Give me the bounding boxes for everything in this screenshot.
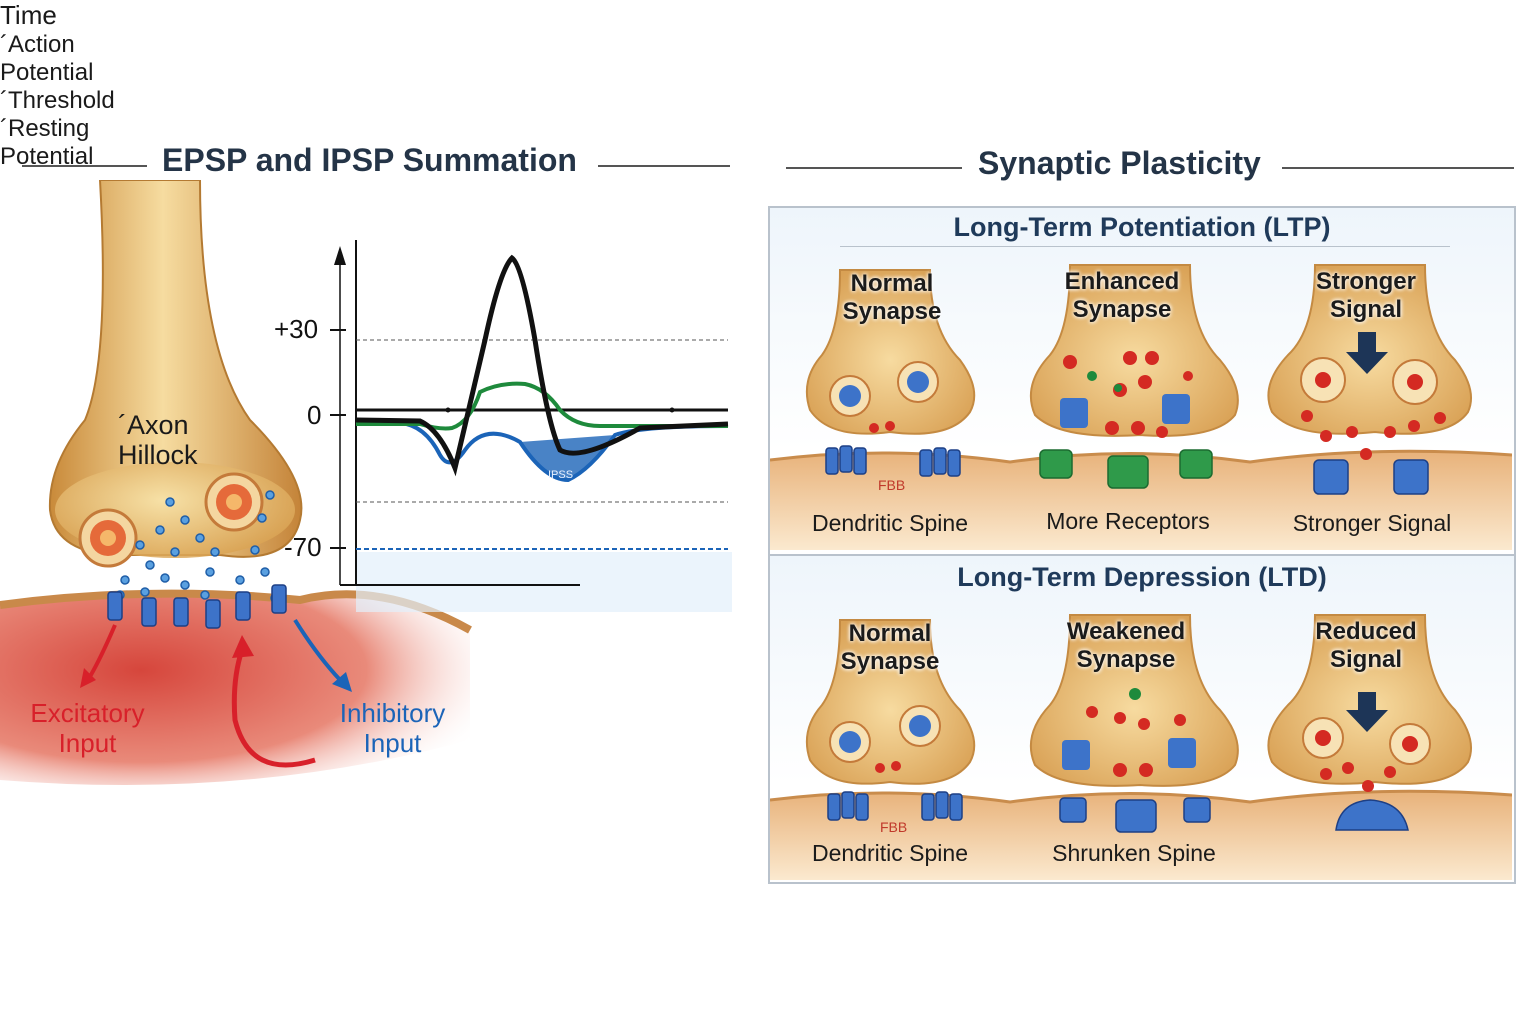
ltp-normal-synapse-label: Normal Synapse (842, 270, 942, 325)
excitatory-input-label: Excitatory Input (30, 698, 145, 758)
ltp-bottom-label-3: Stronger Signal (1292, 510, 1452, 536)
axon-terminal (48, 180, 303, 558)
plasticity-illustrations: FBB FBB (770, 264, 1512, 880)
y-tick-minus70: -70 (284, 532, 322, 562)
x-axis-label: Time (0, 0, 57, 30)
axon-hillock-label: ´Axon Hillock (118, 410, 198, 470)
ltd-terminal-normal (806, 619, 976, 785)
epsp-curve (356, 381, 728, 431)
ltd-bottom-label-2: Shrunken Spine (1052, 840, 1216, 866)
ltd-receptors-shrunken (1059, 797, 1211, 833)
ltp-bottom-label-2: More Receptors (1046, 508, 1210, 534)
excitatory-curved-arrow (231, 649, 316, 768)
ltd-terminal-weakened (1029, 614, 1239, 787)
y-tick-plus30: +30 (274, 314, 319, 344)
ltp-terminal-stronger (1267, 264, 1472, 460)
ipsp-tag: IPSS (548, 469, 573, 481)
ltp-receptors-normal (825, 445, 961, 477)
ltd-normal-synapse-label: Normal Synapse (840, 620, 940, 675)
plasticity-rule-right (1282, 167, 1514, 169)
ltd-receptor-reduced (1335, 799, 1409, 831)
ltd-weakened-synapse-label: Weakened Synapse (1066, 618, 1186, 673)
ltd-terminal-reduced (1267, 614, 1472, 792)
ltd-reduced-signal-label: Reduced Signal (1315, 618, 1417, 673)
inhibitory-input-label: Inhibitory Input (339, 698, 446, 758)
action-potential-curve (355, 254, 729, 477)
ltd-bottom-label-1: Dendritic Spine (812, 840, 968, 866)
ltp-down-arrow-icon (1346, 332, 1388, 374)
ltp-receptors-stronger (1313, 459, 1429, 495)
action-potential-label: ´Action Potential (0, 31, 94, 86)
ltd-spine-tag: FBB (880, 819, 907, 835)
ltp-spine-tag: FBB (878, 477, 905, 493)
ltp-title: Long-Term Potentiation (LTP) (953, 212, 1331, 242)
ltp-bottom-label-1: Dendritic Spine (812, 510, 968, 536)
ltd-title: Long-Term Depression (LTD) (957, 562, 1327, 592)
receptors (107, 584, 287, 629)
section-title-plasticity: Synaptic Plasticity (978, 145, 1261, 181)
ltp-enhanced-synapse-label: Enhanced Synapse (1064, 268, 1180, 323)
ltp-terminal-enhanced (1029, 264, 1239, 438)
neuron-illustration: IPSS (0, 180, 732, 785)
threshold-label: ´Threshold (0, 87, 115, 114)
title-rule-right (598, 165, 730, 167)
ltd-down-arrow-icon (1346, 692, 1388, 732)
ltp-terminal-normal (806, 269, 976, 435)
potential-graph: IPSS (330, 240, 732, 612)
section-title-epsp: EPSP and IPSP Summation (162, 142, 577, 178)
ltp-stronger-signal-label: Stronger Signal (1315, 268, 1416, 323)
y-tick-zero: 0 (307, 400, 322, 430)
plasticity-rule-left (786, 167, 962, 169)
vesicle-red-right (204, 472, 264, 532)
vesicle-red-left (78, 508, 138, 568)
title-rule-left (22, 165, 147, 167)
ltd-receptors-normal (827, 791, 963, 821)
ltp-receptors-more (1039, 449, 1213, 489)
